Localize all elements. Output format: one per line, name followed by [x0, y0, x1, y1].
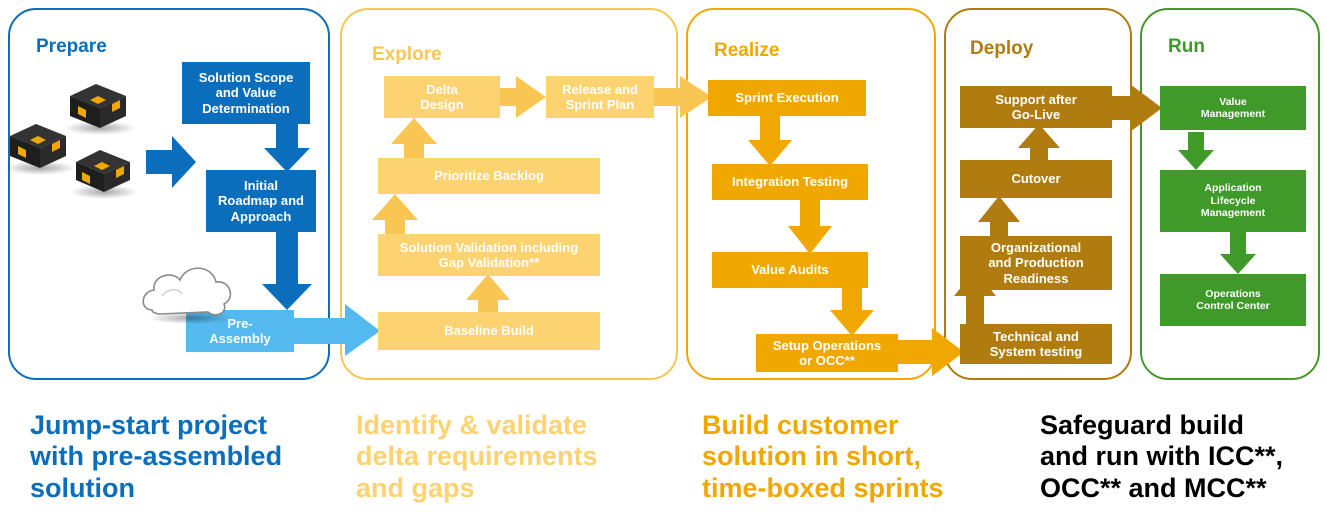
phase-title-run: Run [1168, 36, 1205, 57]
step-solution-scope: Solution Scope and Value Determination [182, 62, 310, 124]
step-value-management: Value Management [1160, 86, 1306, 130]
step-application-lifecycle: Application Lifecycle Management [1160, 170, 1306, 232]
step-delta-design: Delta Design [384, 76, 500, 118]
step-value-audits: Value Audits [712, 252, 868, 288]
step-cutover: Cutover [960, 160, 1112, 198]
phase-title-deploy: Deploy [970, 38, 1034, 59]
tagline-prepare: Jump-start project with pre-assembled so… [30, 410, 283, 503]
step-integration-testing: Integration Testing [712, 164, 868, 200]
step-release-sprint-plan: Release and Sprint Plan [546, 76, 654, 118]
step-org-production-readiness: Organizational and Production Readiness [960, 236, 1112, 290]
step-initial-roadmap: Initial Roadmap and Approach [206, 170, 316, 232]
step-prioritize-backlog: Prioritize Backlog [378, 158, 600, 194]
tagline-explore: Identify & validate delta requirements a… [356, 410, 598, 503]
step-sprint-execution: Sprint Execution [708, 80, 866, 116]
tagline-realize: Build customer solution in short, time-b… [702, 410, 944, 503]
phase-title-prepare: Prepare [36, 36, 107, 57]
step-pre-assembly: Pre- Assembly [186, 310, 294, 352]
phase-title-realize: Realize [714, 40, 780, 61]
step-setup-operations: Setup Operations or OCC** [756, 334, 898, 372]
step-baseline-build: Baseline Build [378, 312, 600, 350]
step-solution-validation: Solution Validation including Gap Valida… [378, 234, 600, 276]
step-technical-system-testing: Technical and System testing [960, 324, 1112, 364]
step-support-go-live: Support after Go-Live [960, 86, 1112, 128]
phase-title-explore: Explore [372, 44, 442, 65]
step-operations-control-center: Operations Control Center [1160, 274, 1306, 326]
tagline-deploy-run: Safeguard build and run with ICC**, OCC*… [1040, 410, 1283, 503]
